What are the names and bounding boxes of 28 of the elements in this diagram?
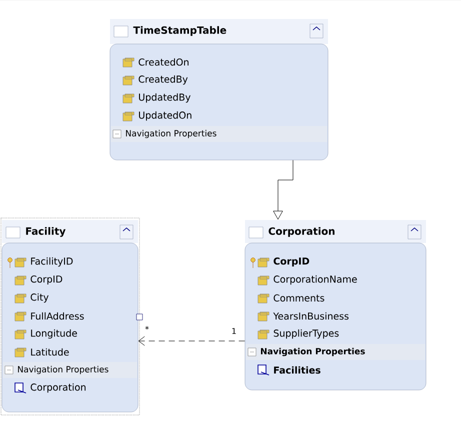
- property-name: CorpID: [30, 275, 62, 284]
- property-name: UpdatedBy: [139, 93, 190, 103]
- navigation-property: Facilities: [274, 366, 320, 374]
- property-name: CreatedOn: [138, 58, 188, 66]
- property-name: CorpID: [274, 257, 310, 266]
- multiplicity-label: 1: [232, 328, 236, 334]
- property-name: Longitude: [31, 329, 77, 339]
- property-name: FullAddress: [31, 312, 84, 320]
- entity-title: Facility: [26, 227, 66, 237]
- section-heading: Navigation Properties: [126, 130, 216, 138]
- entity-title: TimeStampTable: [133, 26, 226, 36]
- section-heading: Navigation Properties: [18, 366, 108, 374]
- property-name: CorporationName: [274, 275, 357, 285]
- entity-box: [110, 19, 328, 160]
- property-name: Comments: [274, 294, 324, 302]
- property-name: CreatedBy: [138, 75, 188, 85]
- inheritance-arrow: [273, 160, 294, 220]
- entity-title: Corporation: [268, 227, 334, 237]
- association-line: [138, 336, 246, 346]
- property-name: YearsInBusiness: [273, 312, 349, 320]
- section-heading: Navigation Properties: [260, 348, 365, 356]
- property-name: SupplierTypes: [274, 329, 339, 339]
- property-name: City: [30, 293, 49, 303]
- property-name: Latitude: [31, 348, 69, 356]
- property-name: FacilityID: [31, 257, 73, 267]
- navigation-property: Corporation: [30, 383, 86, 393]
- property-name: UpdatedOn: [139, 111, 192, 121]
- entity-box: [244, 220, 426, 390]
